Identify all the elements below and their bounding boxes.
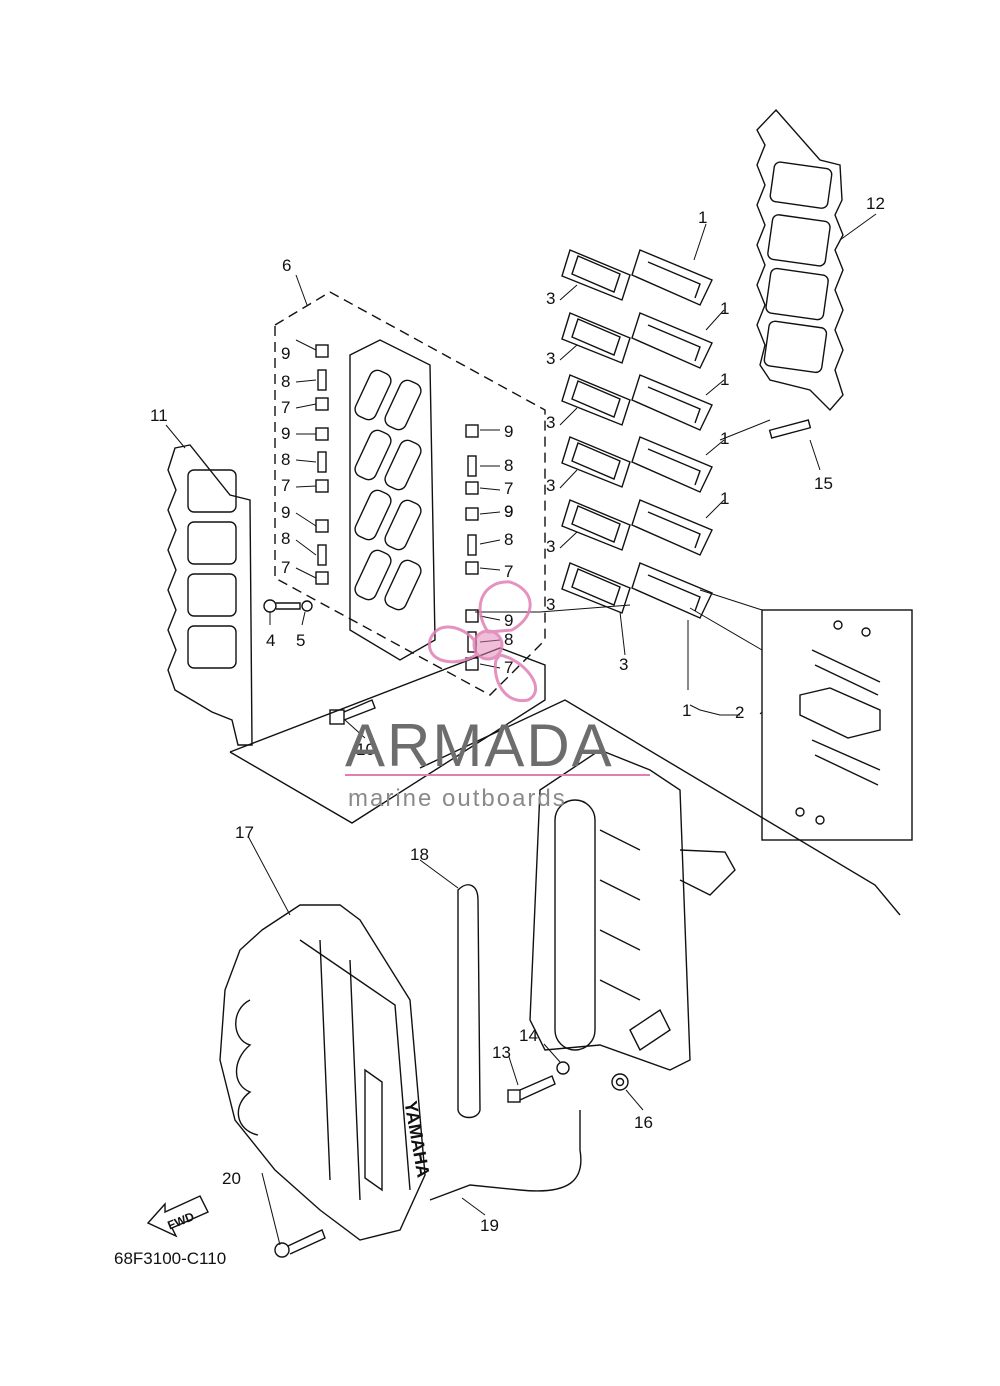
armada-logo bbox=[428, 580, 537, 703]
callout-1b: 1 bbox=[720, 299, 729, 318]
callout-8f: 8 bbox=[504, 630, 513, 649]
hose-19 bbox=[429, 1110, 582, 1201]
callout-8a: 8 bbox=[281, 372, 290, 391]
callout-17: 17 bbox=[235, 823, 254, 842]
gasket-11 bbox=[167, 444, 253, 746]
fwd-arrow bbox=[146, 1195, 209, 1238]
watermark-title: ARMADA bbox=[345, 712, 614, 779]
assembly-boundary-6 bbox=[274, 291, 546, 696]
reed-valve-row-2 bbox=[561, 312, 713, 369]
callout-1a: 1 bbox=[698, 208, 707, 227]
nut-16 bbox=[611, 1073, 629, 1091]
frame-plane-upper bbox=[229, 647, 546, 824]
callout-9f: 9 bbox=[504, 611, 513, 630]
callout-1f: 1 bbox=[682, 701, 691, 720]
reed-valve-row-1 bbox=[561, 249, 713, 306]
callout-19: 19 bbox=[480, 1216, 499, 1235]
callout-6: 6 bbox=[282, 256, 291, 275]
callout-3f: 3 bbox=[546, 595, 555, 614]
callout-8b: 8 bbox=[281, 450, 290, 469]
callout-20: 20 bbox=[222, 1169, 241, 1188]
callout-7b: 7 bbox=[281, 476, 290, 495]
reed-valve-row-5 bbox=[561, 499, 713, 556]
watermark-subtitle: marine outboards bbox=[348, 785, 567, 812]
callout-3d: 3 bbox=[546, 476, 555, 495]
callout-7a: 7 bbox=[281, 398, 290, 417]
callout-3c: 3 bbox=[546, 413, 555, 432]
reed-valve-row-4 bbox=[561, 436, 713, 493]
fittings-left bbox=[315, 344, 329, 585]
reed-valves-column bbox=[561, 249, 713, 619]
callout-18: 18 bbox=[410, 845, 429, 864]
washer-14 bbox=[556, 1061, 570, 1075]
fittings-right bbox=[465, 424, 479, 671]
intake-plate bbox=[349, 339, 436, 661]
callout-5: 5 bbox=[296, 631, 305, 650]
callout-15: 15 bbox=[814, 474, 833, 493]
callout-11: 11 bbox=[150, 406, 168, 425]
callout-1d: 1 bbox=[720, 429, 729, 448]
inset-detail-2 bbox=[761, 609, 913, 841]
stud-15 bbox=[768, 419, 812, 439]
callout-9a: 9 bbox=[281, 344, 290, 363]
callout-labels: 1 1 1 1 1 1 2 3 3 3 3 3 3 3 4 5 6 7 7 7 … bbox=[150, 194, 885, 1235]
bolt-13 bbox=[507, 1075, 556, 1103]
callout-7f: 7 bbox=[504, 658, 513, 677]
callout-3b: 3 bbox=[546, 349, 555, 368]
callout-9g: 9 bbox=[504, 502, 513, 521]
callout-10: 10 bbox=[356, 740, 375, 759]
bolt-10 bbox=[329, 699, 376, 725]
leader-lines bbox=[165, 213, 877, 1246]
callout-16: 16 bbox=[634, 1113, 653, 1132]
callout-3a: 3 bbox=[546, 289, 555, 308]
callout-3g: 3 bbox=[619, 655, 628, 674]
seal-18 bbox=[457, 884, 481, 1119]
callout-1e: 1 bbox=[720, 489, 729, 508]
frame-plane-lower bbox=[419, 699, 901, 916]
callout-7c: 7 bbox=[281, 558, 290, 577]
callout-12: 12 bbox=[866, 194, 885, 213]
reed-valve-row-3 bbox=[561, 374, 713, 431]
callout-13: 13 bbox=[492, 1043, 511, 1062]
part-code: 68F3100-C110 bbox=[114, 1249, 226, 1268]
callout-8c: 8 bbox=[281, 529, 290, 548]
callout-8d: 8 bbox=[504, 456, 513, 475]
washer-5 bbox=[301, 600, 313, 612]
fwd-label: FWD bbox=[166, 1209, 197, 1232]
callout-1c: 1 bbox=[720, 370, 729, 389]
callout-9c: 9 bbox=[281, 503, 290, 522]
callout-3e: 3 bbox=[546, 537, 555, 556]
bolt-4 bbox=[263, 599, 301, 613]
callout-14: 14 bbox=[519, 1026, 538, 1045]
callout-9b: 9 bbox=[281, 424, 290, 443]
bolt-20 bbox=[274, 1229, 326, 1258]
callout-2: 2 bbox=[735, 703, 744, 722]
callout-7e: 7 bbox=[504, 562, 513, 581]
intake-body bbox=[529, 749, 736, 1071]
gasket-12 bbox=[756, 108, 844, 412]
callout-9e: 9 bbox=[504, 502, 513, 521]
callout-9d: 9 bbox=[504, 422, 513, 441]
callout-7d: 7 bbox=[504, 479, 513, 498]
reed-valve-row-6 bbox=[561, 562, 713, 619]
callout-8e: 8 bbox=[504, 530, 513, 549]
silencer-cover-17 bbox=[219, 904, 426, 1241]
callout-4: 4 bbox=[266, 631, 275, 650]
